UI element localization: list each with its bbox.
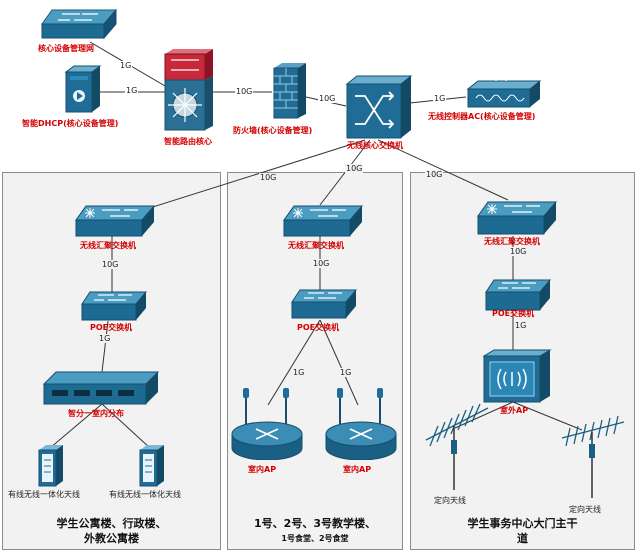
link-speed-label: 10G [312,259,331,268]
link-speed-label: 1G [98,334,112,343]
core-router-icon [164,49,213,131]
link-speed-label: 10G [259,173,278,182]
mgmt-switch-label: 核心设备管理网 [38,44,94,53]
indoor-ap-1-label: 室内AP [248,465,277,474]
panel-dormitory-title: 学生公寓楼、行政楼、 外教公寓楼 [2,516,221,546]
link-speed-label: 10G [509,247,528,256]
poe-switch-c-icon [485,279,552,311]
poe-switch-b-label: POE交换机 [297,323,340,332]
panel-student-affairs-title: 学生事务中心大门主干 道 [410,516,635,546]
link-speed-label: 1G [292,368,306,377]
aggregation-switch-b-label: 无线汇聚交换机 [288,241,344,250]
poe-switch-b-icon [291,289,358,319]
link-speed-label: 1G [339,368,353,377]
core-router-label: 智能路由核心 [164,137,212,146]
aggregation-switch-a-icon [75,205,156,237]
directional-antenna-1-label: 定向天线 [434,496,466,505]
link-speed-label: 10G [101,260,120,269]
firewall-icon [273,63,306,119]
wireless-controller-icon [466,77,542,108]
outdoor-ap-icon [482,349,552,403]
antenna-a1-icon [38,445,63,487]
link-speed-label: 1G [514,321,528,330]
link-speed-label: 10G [235,87,254,96]
directional-antenna-2-icon [561,415,625,498]
poe-switch-a-label: POE交换机 [90,323,133,332]
link-speed-label: 10G [345,164,364,173]
wireless-core-switch-label: 无线核心交换机 [347,141,403,150]
antenna-a1-label: 有线无线一体化天线 [8,490,80,499]
link-speed-label: 1G [125,86,139,95]
link-speed-label: 1G [433,94,447,103]
aggregation-switch-c-label: 无线汇聚交换机 [484,237,540,246]
indoor-ap-2-label: 室内AP [343,465,372,474]
dhcp-server-label: 智能DHCP(核心设备管理) [22,119,119,128]
wireless-core-switch-icon [345,75,413,139]
splitter-label: 智分一室内分布 [68,409,124,418]
firewall-label: 防火墙(核心设备管理) [233,126,313,135]
directional-antenna-2-label: 定向天线 [569,505,601,514]
indoor-ap-2-icon [325,388,397,460]
panel-title-line1: 学生公寓楼、行政楼、 [56,517,167,530]
mgmt-switch-icon [41,8,118,40]
aggregation-switch-c-icon [477,201,558,235]
wireless-controller-label: 无线控制器AC(核心设备管理) [428,112,536,121]
panel-title-line2: 外教公寓楼 [84,532,139,545]
link-speed-label: 1G [119,61,133,70]
outdoor-ap-label: 室外AP [500,406,529,415]
aggregation-switch-a-label: 无线汇聚交换机 [80,241,136,250]
aggregation-switch-b-icon [283,205,364,237]
panel-title-line2: 道 [517,532,528,545]
panel-title-line1: 1号、2号、3号教学楼、 [254,517,376,530]
antenna-a2-label: 有线无线一体化天线 [109,490,181,499]
dhcp-server-icon [64,65,102,113]
indoor-ap-1-icon [231,388,303,460]
antenna-a2-icon [139,445,164,487]
panel-title-line2: 1号食堂、2号食堂 [281,534,349,543]
splitter-icon [42,371,160,405]
panel-title-line1: 学生事务中心大门主干 [467,517,578,530]
link-speed-label: 10G [318,94,337,103]
directional-antenna-1-icon [425,403,489,490]
poe-switch-c-label: POE交换机 [492,309,535,318]
panel-teaching-title: 1号、2号、3号教学楼、 1号食堂、2号食堂 [227,516,403,546]
poe-switch-a-icon [81,291,148,321]
link-speed-label: 10G [425,170,444,179]
